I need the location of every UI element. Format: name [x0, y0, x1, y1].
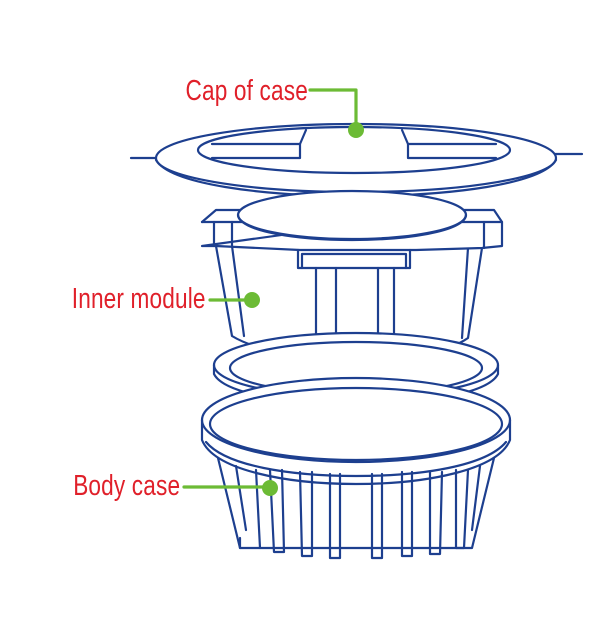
body-leader-dot	[262, 480, 278, 496]
inner-leader-dot	[244, 292, 260, 308]
cap-leader-line	[308, 88, 358, 132]
body-case-part	[200, 376, 512, 560]
inner-module-label: Inner module	[72, 283, 206, 315]
cap-of-case-label: Cap of case	[185, 75, 308, 107]
body-case-label: Body case	[72, 470, 180, 502]
cap-leader-dot	[348, 122, 364, 138]
